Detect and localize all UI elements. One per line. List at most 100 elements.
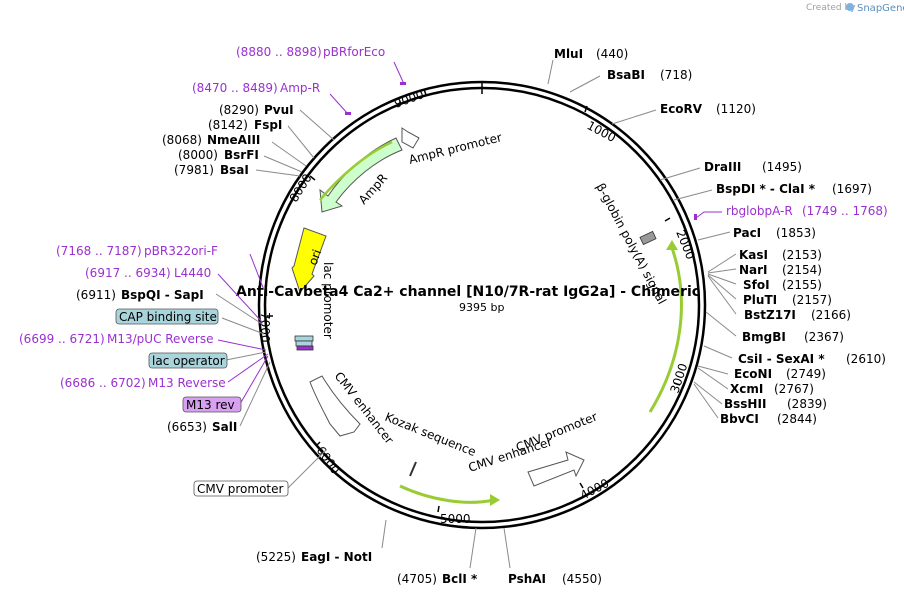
leader-pshai <box>503 527 511 569</box>
ampr-label: AmpR <box>356 171 390 207</box>
sites-bottom: (5225) EagI - NotI (4705) BclI * PshAI (… <box>256 550 602 586</box>
leader-bspqi <box>215 293 263 325</box>
site-name[interactable]: BbvCI <box>720 412 759 426</box>
ruler-label-7000: 7000 <box>258 312 272 343</box>
boxed-label[interactable]: CAP binding site <box>119 310 217 324</box>
primer-range: (6917 .. 6934) <box>85 266 171 280</box>
primer-range: (1749 .. 1768) <box>802 204 888 218</box>
kozak-label: Kozak sequence <box>383 410 478 459</box>
ruler-label-5000: 5000 <box>440 512 471 526</box>
site-name[interactable]: BmgBI <box>742 330 786 344</box>
ruler-tick-9000 <box>423 88 427 96</box>
site-name[interactable]: CsiI - SexAI * <box>738 352 825 366</box>
primer-name[interactable]: M13/pUC Reverse <box>107 332 214 346</box>
site-pos: (2166) <box>811 308 851 322</box>
site-name[interactable]: NarI <box>739 263 768 277</box>
map-length: 9395 bp <box>459 301 504 314</box>
site-name[interactable]: BsrFI <box>224 148 259 162</box>
leader-sali <box>239 361 271 427</box>
site-name[interactable]: BsaBI <box>607 68 645 82</box>
site-name[interactable]: FspI <box>254 118 282 132</box>
site-name[interactable]: PluTI <box>743 293 777 307</box>
ampr-orf-arrow <box>319 140 393 201</box>
ruler-tick-4000 <box>579 482 584 489</box>
leader-mlui <box>547 59 554 85</box>
primer-name[interactable]: pBR322ori-F <box>144 244 218 258</box>
leaders-left <box>215 61 511 569</box>
site-pos: (2153) <box>782 248 822 262</box>
cap-binding-site-box <box>115 308 219 325</box>
leader-bbvci <box>693 383 719 419</box>
leader-nmeaiii <box>271 141 307 167</box>
orf-arrow-bottom <box>399 484 495 504</box>
leader-m13rev-box <box>239 355 269 405</box>
site-name[interactable]: XcmI <box>730 382 763 396</box>
kozak-feature <box>409 461 417 477</box>
site-pos: (2157) <box>792 293 832 307</box>
site-name[interactable]: PshAI <box>508 572 546 586</box>
primer-marker-pbrforeco <box>400 82 406 85</box>
ruler-tick-8000 <box>309 175 316 181</box>
boxed-label[interactable]: CMV promoter <box>197 482 284 496</box>
leader-csii <box>703 345 733 359</box>
primer-name[interactable]: M13 Reverse <box>148 376 226 390</box>
sites-right: MluI (440) BsaBI (718) EcoRV (1120) DraI… <box>554 47 888 426</box>
leader-bsrfi <box>263 155 303 173</box>
features: AmpR promoter AmpR ori lac promoter β-gl… <box>291 127 683 506</box>
primer-marker-ampr <box>345 112 351 115</box>
site-name[interactable]: BspQI - SapI <box>121 288 204 302</box>
site-pos: (2154) <box>782 263 822 277</box>
site-name[interactable]: MluI <box>554 47 583 61</box>
ruler-tick-2000 <box>664 217 671 222</box>
site-pos: (7981) <box>174 163 214 177</box>
site-pos: (8068) <box>162 133 202 147</box>
site-pos: (2767) <box>774 382 814 396</box>
leader-bsai <box>255 169 301 177</box>
primer-name[interactable]: rbglobpA-R <box>726 204 793 218</box>
site-name[interactable]: BstZ17I <box>744 308 796 322</box>
ruler-tick-5000 <box>437 505 440 513</box>
site-pos: (6653) <box>167 420 207 434</box>
site-pos: (4705) <box>397 572 437 586</box>
leader-bcli <box>469 527 477 569</box>
ruler-tick-6000 <box>315 441 321 447</box>
site-name[interactable]: BclI * <box>442 572 478 586</box>
site-name[interactable]: BsaI <box>220 163 249 177</box>
site-pos: (2839) <box>787 397 827 411</box>
site-name[interactable]: EagI - NotI <box>301 550 372 564</box>
site-name[interactable]: NmeAIII <box>207 133 260 147</box>
orf-arrow-right-head <box>666 240 678 250</box>
primer-name[interactable]: pBRforEco <box>323 45 385 59</box>
cap-binding-box <box>294 335 314 342</box>
map-title: Anti-Cavbeta4 Ca2+ channel [N10/7R-rat I… <box>236 284 700 300</box>
site-name[interactable]: PacI <box>733 226 761 240</box>
site-name[interactable]: BspDI * - ClaI * <box>716 182 816 196</box>
boxed-label[interactable]: M13 rev <box>186 398 235 412</box>
sites-left: (8880 .. 8898) pBRforEco (8470 .. 8489) … <box>19 45 385 497</box>
ampr-promoter-label: AmpR promoter <box>407 130 503 167</box>
site-pos: (8000) <box>178 148 218 162</box>
site-pos: (2610) <box>846 352 886 366</box>
boxed-label[interactable]: lac operator <box>152 354 225 368</box>
primer-name[interactable]: L4440 <box>174 266 211 280</box>
beta-globin-polya-feature <box>639 230 657 246</box>
cmv-promoter-feature <box>527 451 585 487</box>
lac-promoter-label: lac promoter <box>321 262 335 339</box>
lac-operator-label-box <box>148 352 228 369</box>
site-pos: (4550) <box>562 572 602 586</box>
site-name[interactable]: EcoRV <box>660 102 703 116</box>
leader-bstz17i <box>707 275 737 315</box>
site-name[interactable]: DraIII <box>704 160 741 174</box>
site-name[interactable]: PvuI <box>264 103 294 117</box>
site-name[interactable]: EcoNI <box>734 367 772 381</box>
primer-marker-rbglobpa <box>694 214 697 220</box>
ruler-tick-3000 <box>673 382 681 386</box>
site-pos: (2367) <box>804 330 844 344</box>
site-name[interactable]: KasI <box>739 248 768 262</box>
leader-cap <box>221 317 265 335</box>
site-name[interactable]: BssHII <box>724 397 766 411</box>
site-name[interactable]: SalI <box>212 420 237 434</box>
site-name[interactable]: SfoI <box>743 278 770 292</box>
primer-name[interactable]: Amp-R <box>280 81 320 95</box>
